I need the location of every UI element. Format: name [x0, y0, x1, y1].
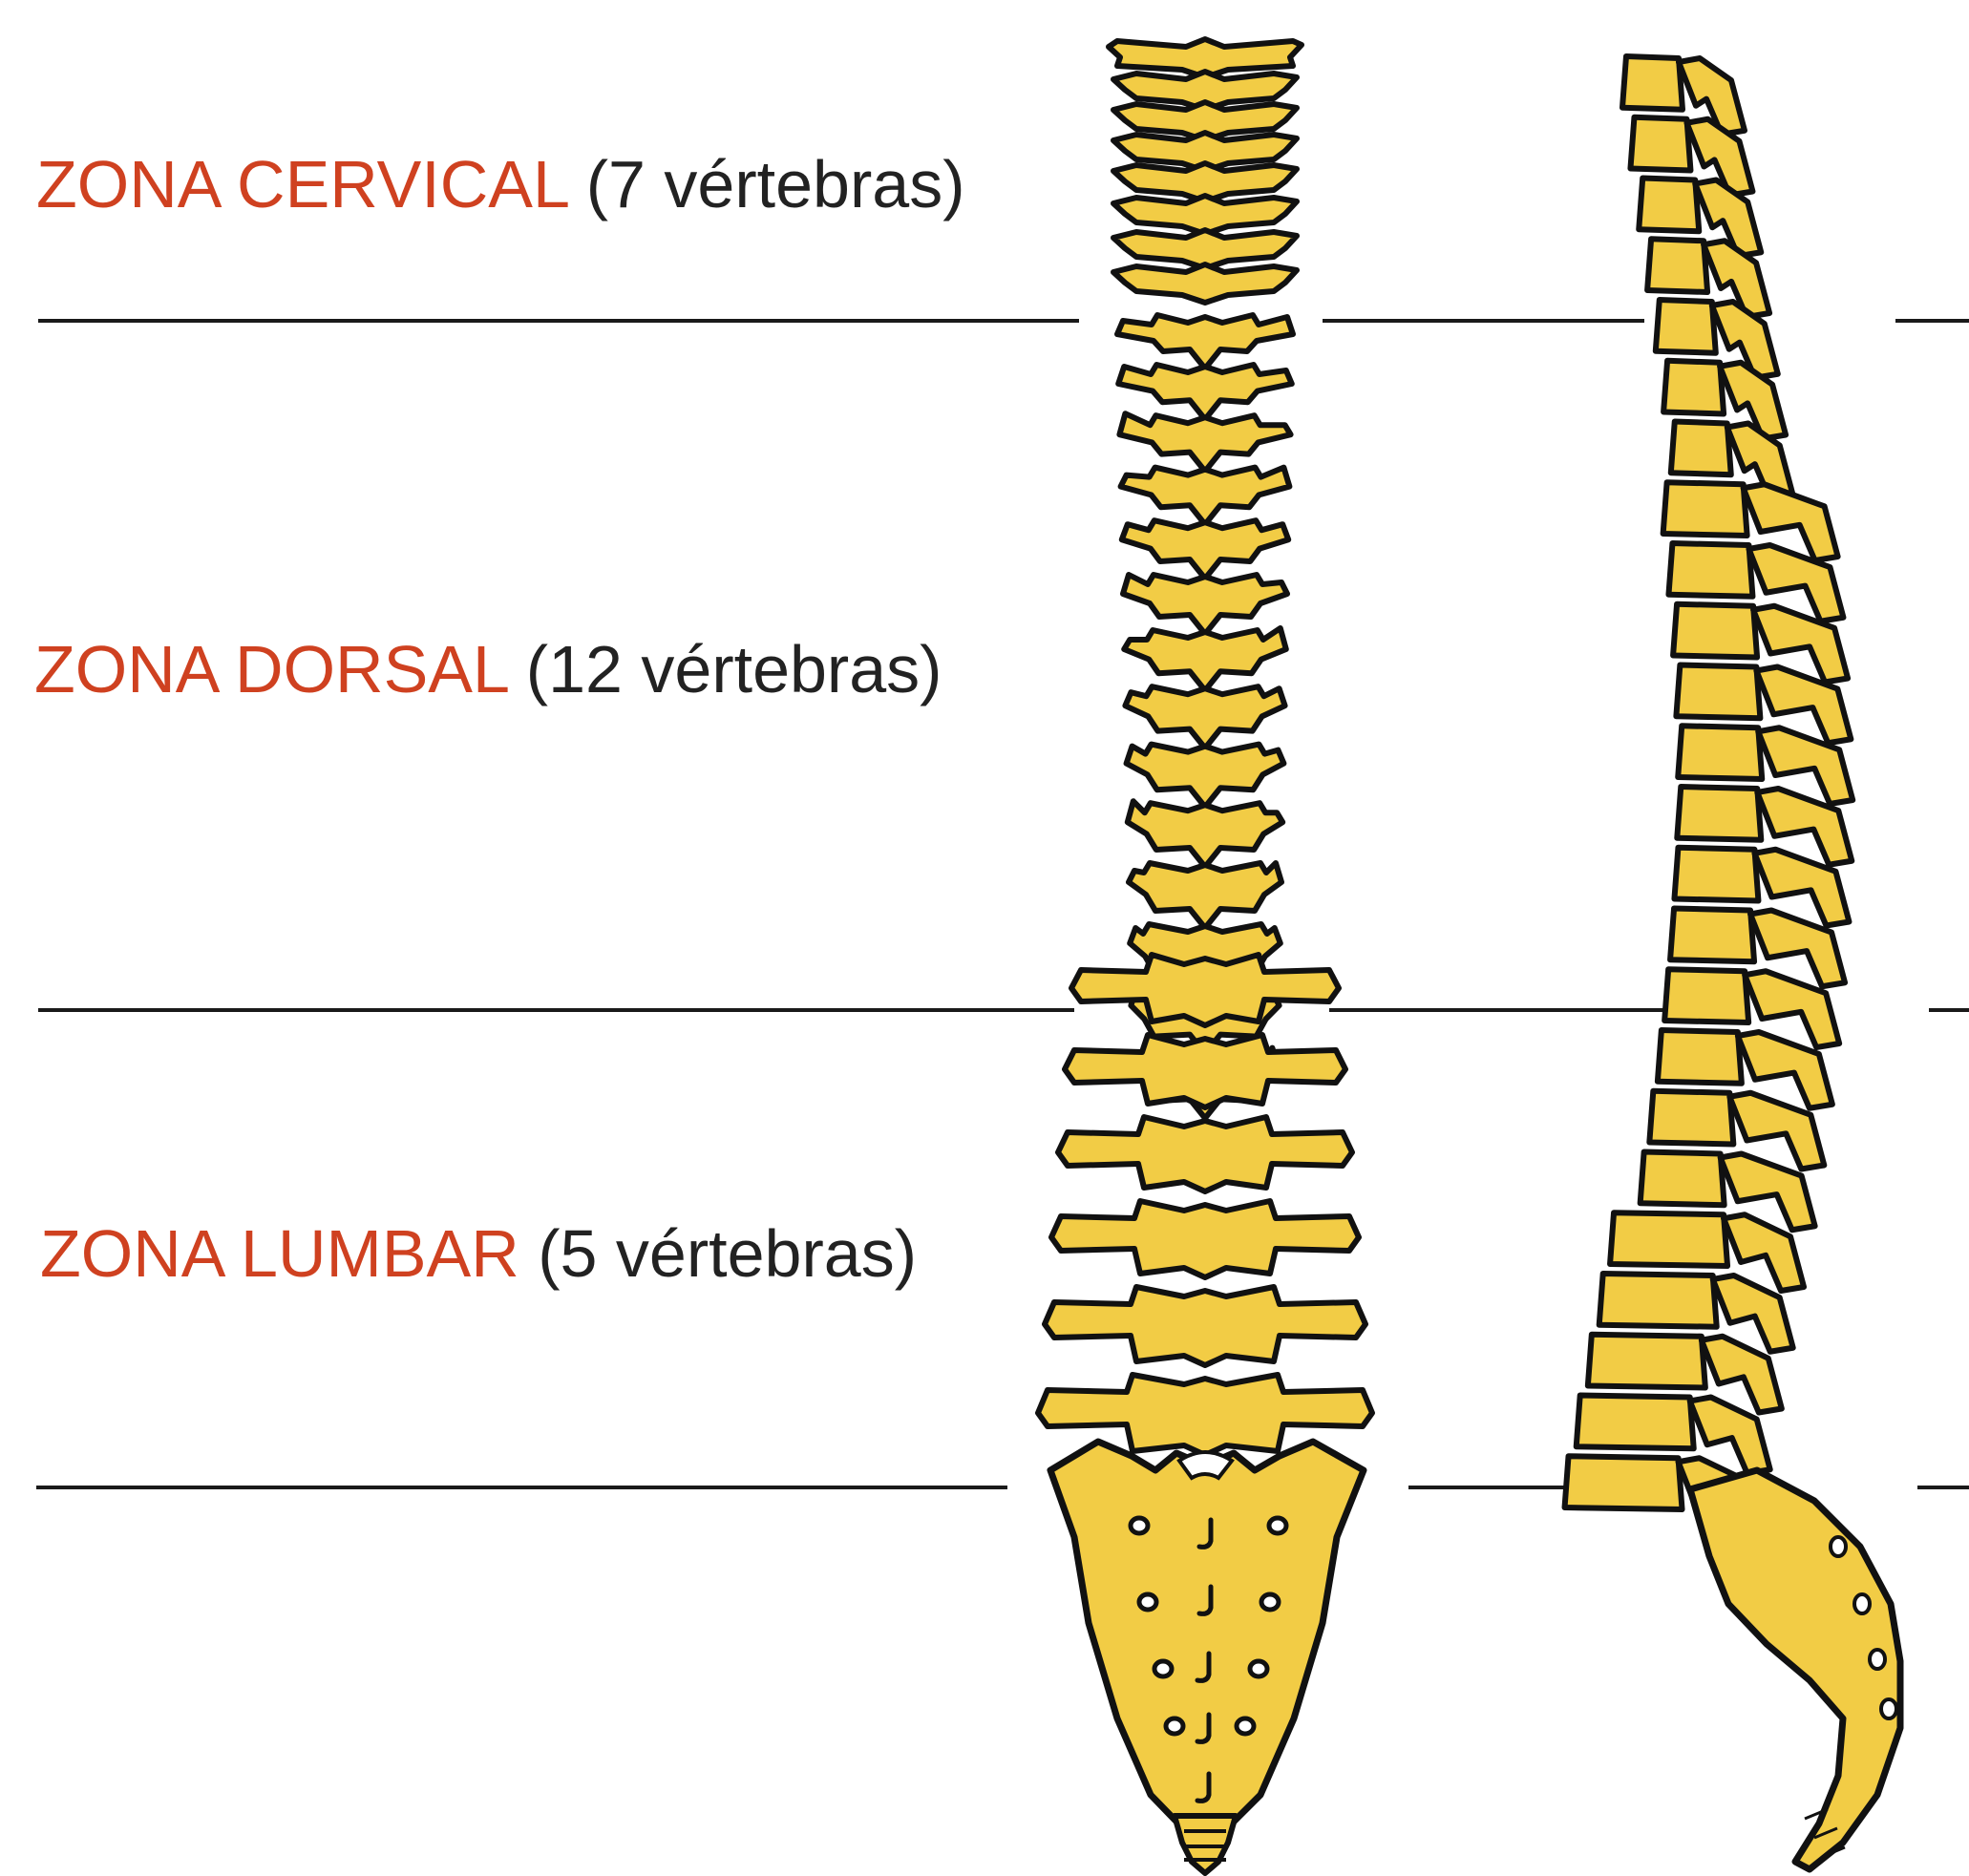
- spine-side-view: [1565, 56, 1900, 1869]
- vertebra-front: [1127, 745, 1284, 808]
- vertebra-side-body: [1656, 300, 1716, 353]
- vertebra-side-body: [1668, 543, 1752, 597]
- vertebra-side-body: [1678, 726, 1762, 779]
- vertebra-side-body: [1664, 969, 1748, 1022]
- vertebra-front: [1051, 1201, 1359, 1277]
- vertebra-front: [1122, 520, 1288, 579]
- vertebra-side-body: [1588, 1335, 1705, 1388]
- sacral-foramen: [1261, 1594, 1279, 1610]
- sacral-foramen-side: [1881, 1699, 1896, 1718]
- vertebra-side-body: [1677, 787, 1761, 840]
- vertebra-front: [1118, 365, 1292, 419]
- vertebra-front: [1045, 1287, 1366, 1365]
- vertebra-side-body: [1673, 604, 1757, 658]
- vertebra-front: [1119, 413, 1290, 471]
- spine-front-view: [1038, 39, 1372, 1873]
- vertebra-side-body: [1647, 239, 1707, 292]
- vertebra-front: [1123, 575, 1287, 634]
- sacrum-front: [1050, 1442, 1364, 1823]
- vertebra-side-body: [1671, 422, 1731, 475]
- vertebra-front: [1124, 628, 1286, 690]
- vertebra-front: [1071, 955, 1339, 1025]
- sacral-foramen: [1250, 1661, 1267, 1676]
- vertebra-side-body: [1577, 1396, 1694, 1449]
- vertebra-side-body: [1670, 909, 1754, 962]
- vertebra-front: [1113, 264, 1297, 303]
- sacral-foramen: [1237, 1718, 1254, 1734]
- vertebra-side-body: [1649, 1091, 1733, 1145]
- vertebra-side-body: [1641, 1152, 1725, 1206]
- sacral-foramen: [1166, 1718, 1183, 1734]
- vertebra-side-body: [1663, 361, 1724, 414]
- vertebra-side-body: [1676, 665, 1760, 719]
- vertebra-front: [1065, 1035, 1345, 1107]
- vertebra-side-body: [1622, 56, 1683, 110]
- vertebra-side-body: [1565, 1456, 1683, 1509]
- vertebra-side-body: [1599, 1274, 1717, 1327]
- vertebra-front: [1058, 1117, 1352, 1191]
- sacrum-side: [1690, 1470, 1900, 1869]
- vertebra-front: [1129, 863, 1281, 928]
- vertebra-side-body: [1658, 1030, 1742, 1084]
- vertebra-front: [1121, 468, 1290, 525]
- vertebra-side-body: [1663, 482, 1747, 536]
- vertebra-side-body: [1674, 848, 1758, 901]
- vertebra-front: [1117, 315, 1293, 369]
- vertebra-side-body: [1639, 179, 1699, 232]
- sacral-foramen: [1139, 1594, 1156, 1610]
- vertebra-side-body: [1610, 1212, 1727, 1266]
- vertebra-front: [1125, 686, 1284, 748]
- sacral-foramen-side: [1870, 1650, 1885, 1669]
- vertebra-side-body: [1630, 117, 1690, 171]
- vertebra-front: [1128, 801, 1282, 867]
- sacral-foramen-side: [1831, 1537, 1846, 1556]
- sacral-foramen: [1269, 1518, 1286, 1533]
- sacral-foramen: [1131, 1518, 1148, 1533]
- sacral-foramen: [1154, 1661, 1172, 1676]
- sacral-foramen-side: [1854, 1594, 1870, 1613]
